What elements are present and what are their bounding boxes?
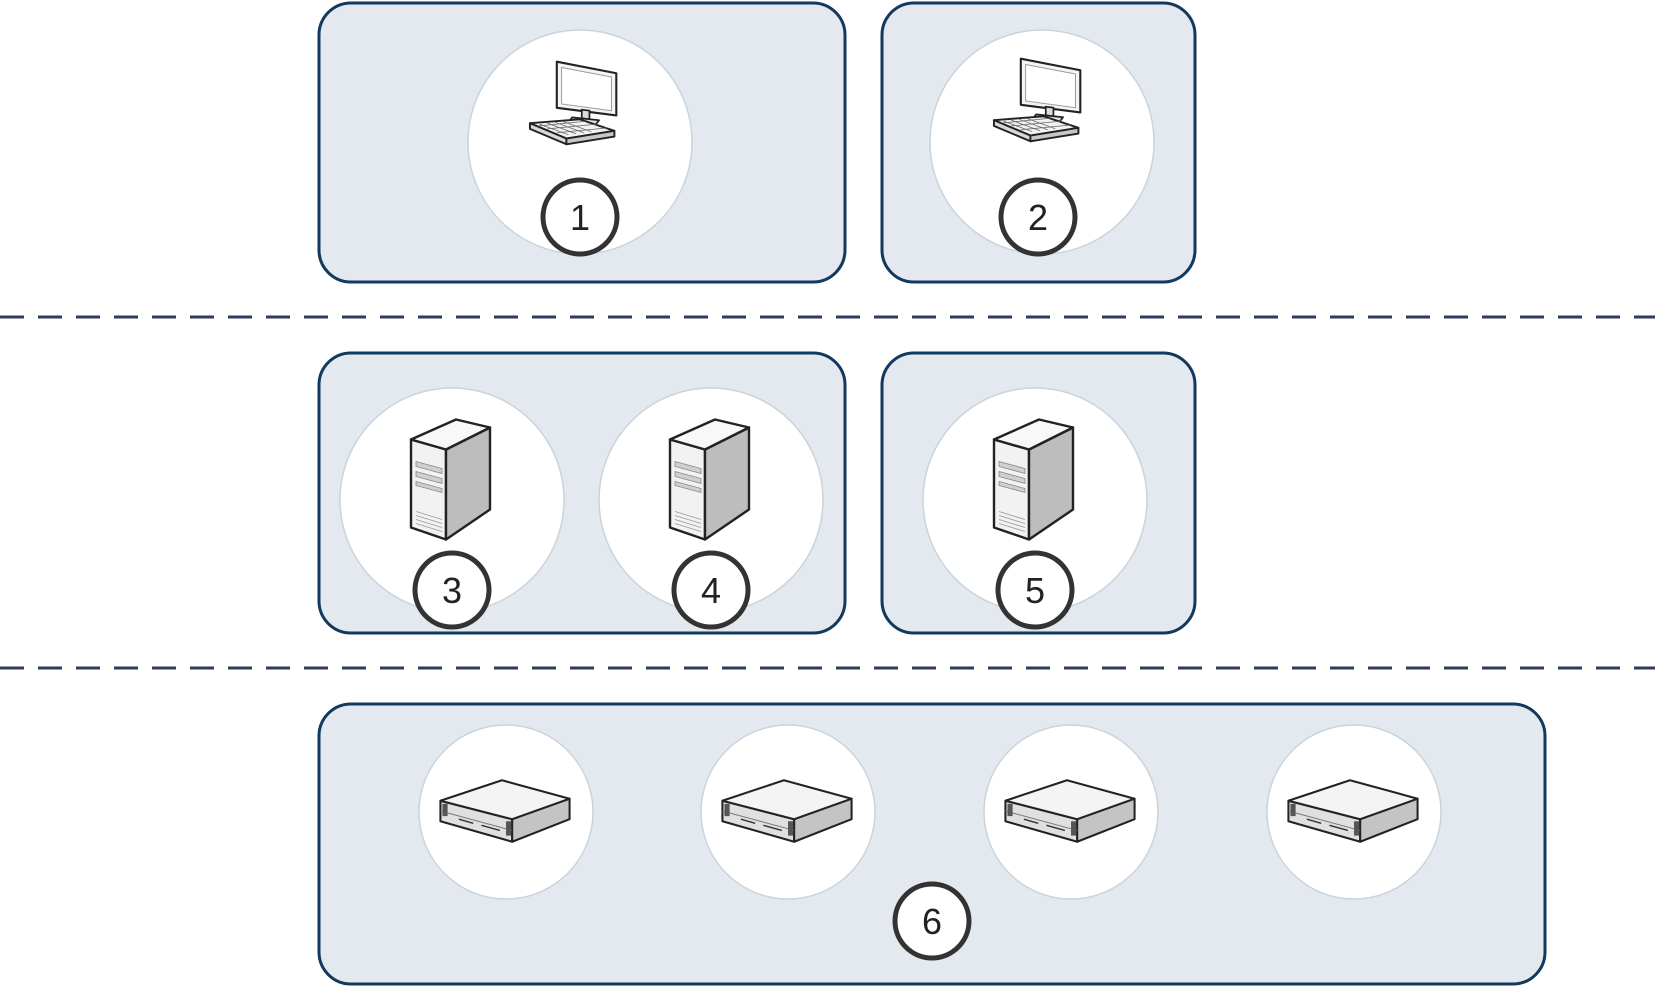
badge-label: 3 (442, 570, 462, 611)
number-badge-4: 4 (671, 550, 751, 630)
number-badge-5: 5 (995, 550, 1075, 630)
badge-label: 2 (1028, 197, 1048, 238)
number-badge-6: 6 (892, 881, 972, 961)
badge-label: 1 (570, 197, 590, 238)
badge-label: 4 (701, 570, 721, 611)
number-badge-3: 3 (412, 550, 492, 630)
group-box-6 (317, 702, 1547, 986)
badge-label: 5 (1025, 570, 1045, 611)
badge-label: 6 (922, 901, 942, 942)
number-badge-2: 2 (998, 177, 1078, 257)
number-badge-1: 1 (540, 177, 620, 257)
